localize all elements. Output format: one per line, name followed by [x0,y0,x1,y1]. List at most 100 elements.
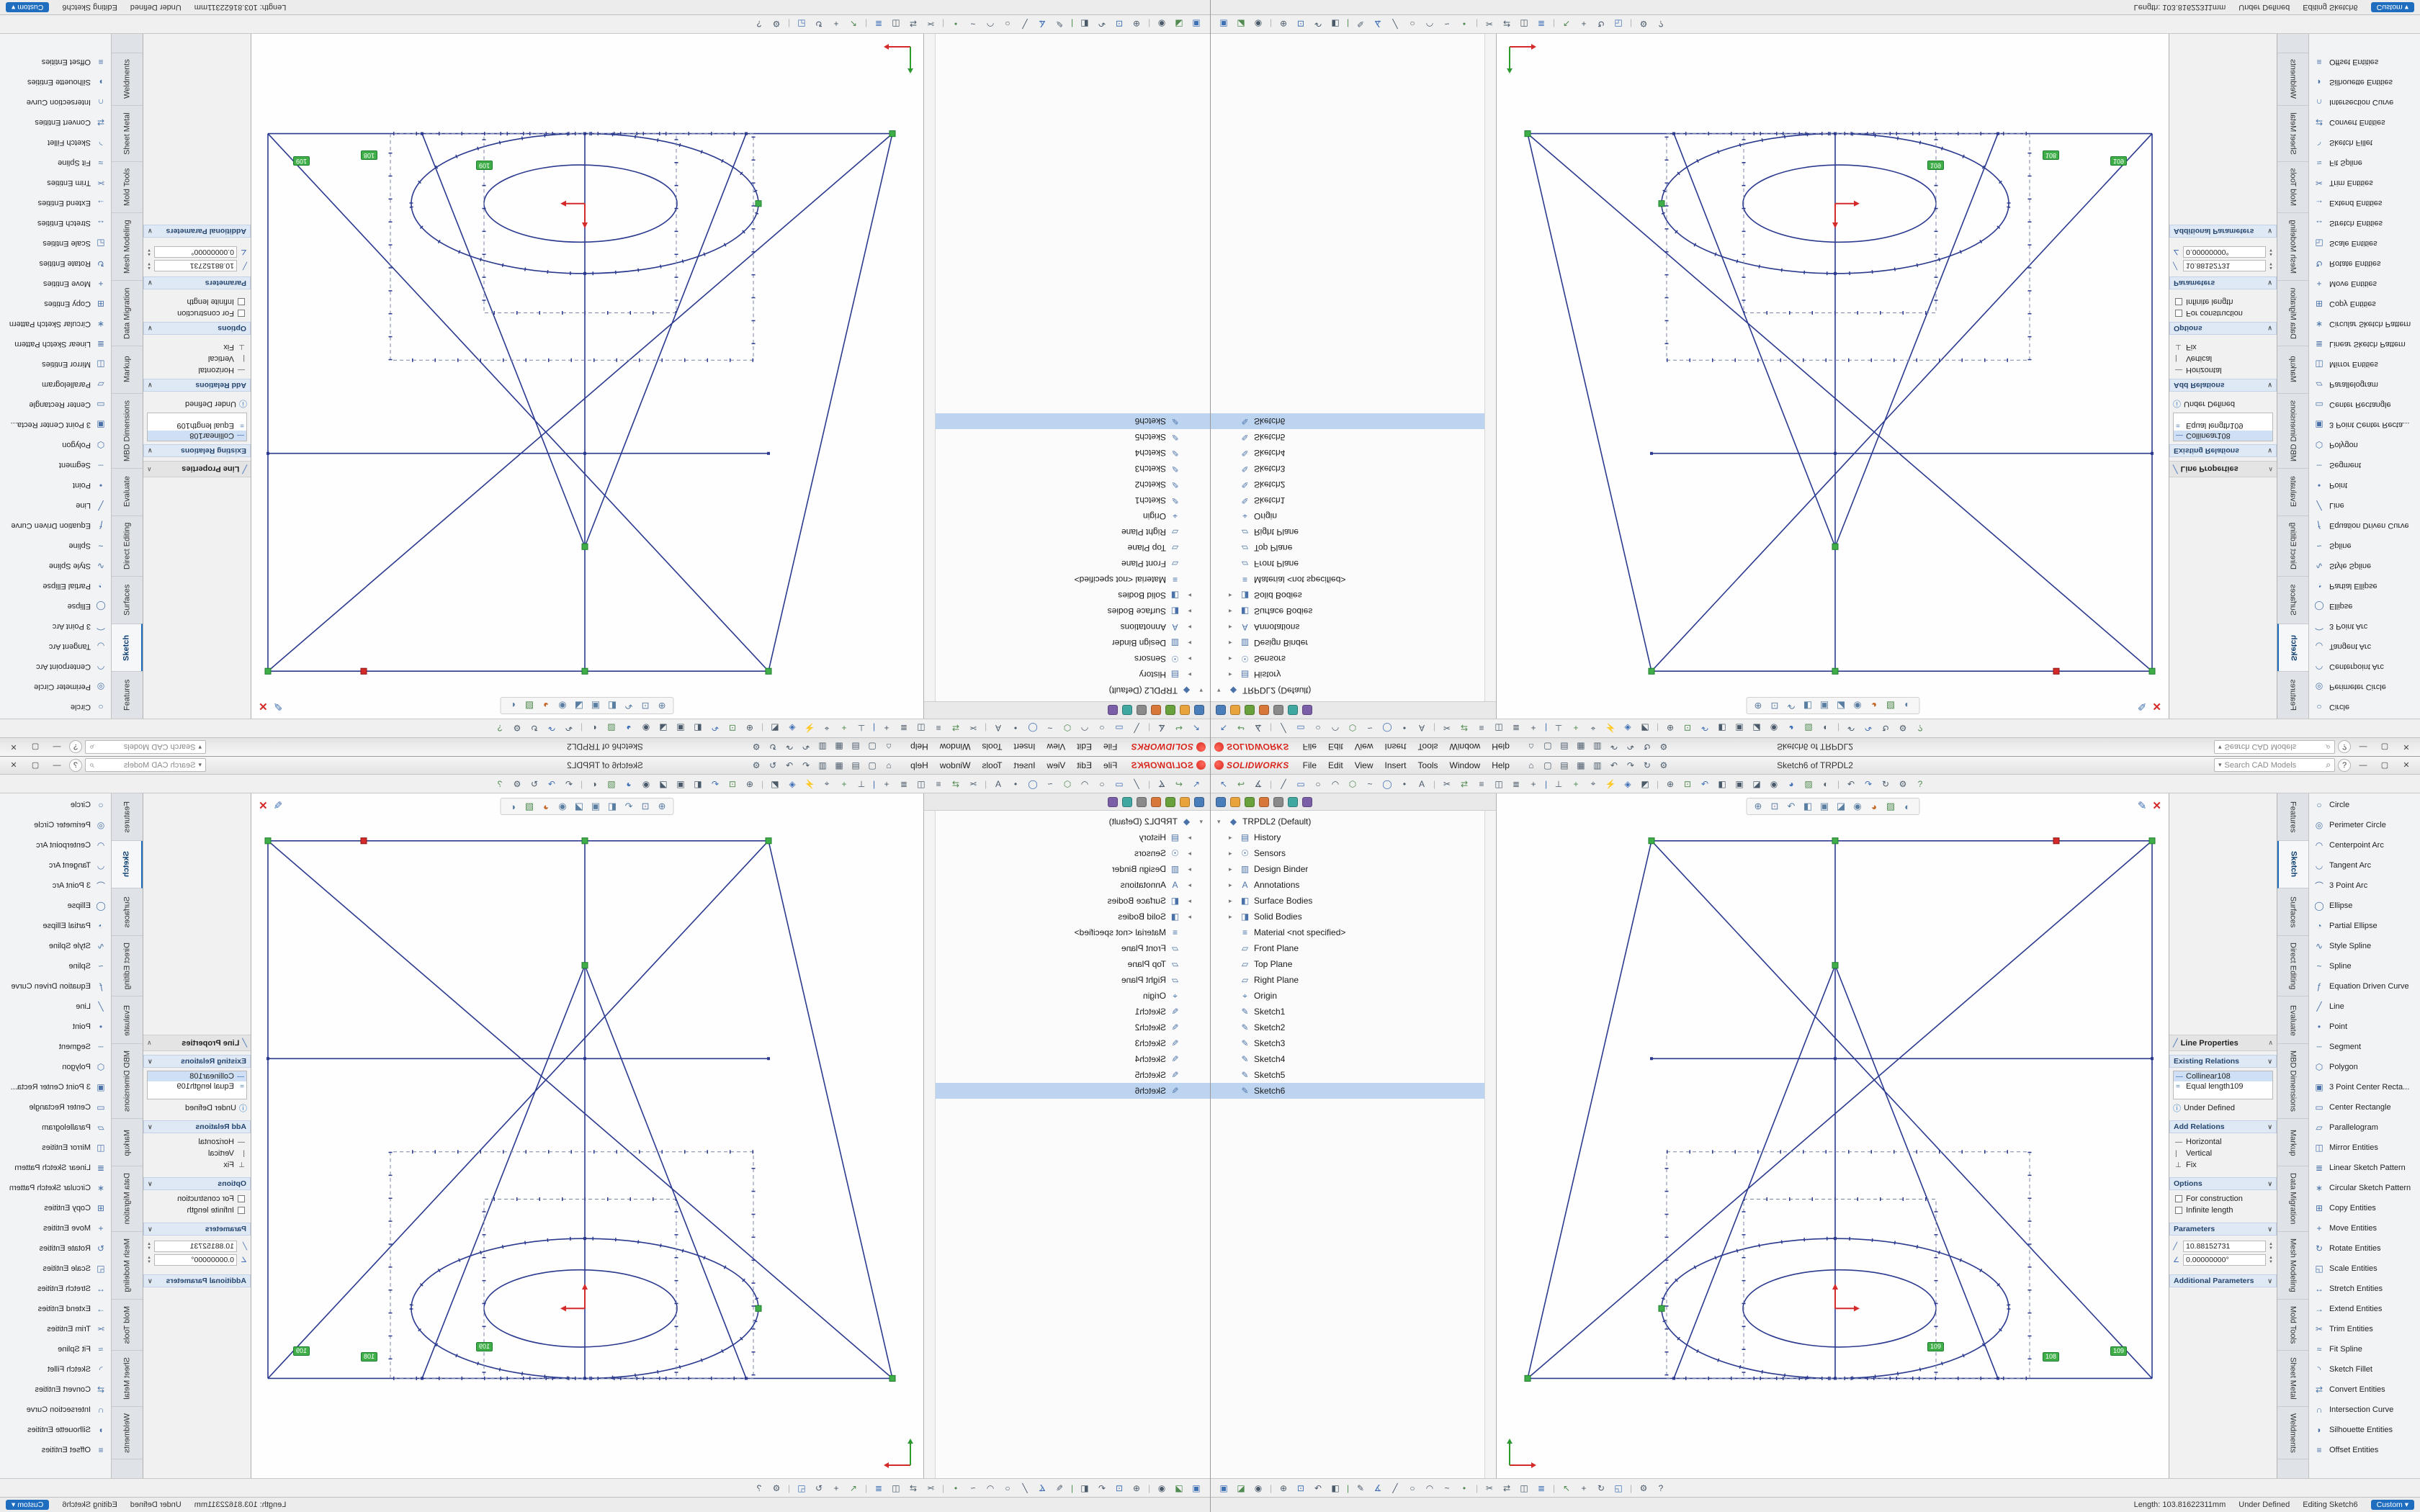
view-orientation-icon[interactable]: ▣ [1219,19,1228,30]
centerpoint-arc-icon[interactable]: ◠ [1080,778,1089,789]
line-icon[interactable]: ╱ [1022,1482,1028,1493]
parameter-input[interactable]: 10.88152731 [2183,1241,2267,1252]
commandmanager-tab[interactable]: Data Migration [2277,280,2308,346]
circle-icon[interactable]: ○ [1315,778,1321,789]
separator-icon[interactable]: | [1544,778,1548,789]
rebuild-icon[interactable]: ↻ [530,723,539,734]
trim-entities-icon[interactable]: ✂ [1485,1482,1494,1493]
sketch-tool-item[interactable]: ⊞ Copy Entities [0,1198,111,1218]
tree-item[interactable]: ✎ Sketch6 [924,1083,1210,1099]
parameter-input[interactable]: 10.88152731 [2183,260,2267,271]
sketch-tool-item[interactable]: ↻ Rotate Entities [2309,253,2420,274]
undo-icon[interactable]: ↶ [565,723,573,734]
search-input[interactable]: Search CAD Models [2224,742,2297,752]
separator-icon[interactable]: | [787,1482,791,1493]
sketch-tool-item[interactable]: ∩ Intersection Curve [0,92,111,112]
instant-2d-icon[interactable]: ◈ [1624,778,1631,789]
options-icon[interactable]: ⚙ [752,742,761,752]
convert-entities-icon[interactable]: ⇄ [1460,778,1469,789]
commandmanager-tab[interactable]: Sheet Metal [112,1350,143,1407]
sketch-tool-item[interactable]: ⌒ 3 Point Arc [0,616,111,636]
select-icon[interactable]: ↖ [1562,1482,1571,1493]
sketch-tool-item[interactable]: ⌒ 3 Point Arc [0,876,111,896]
spinner-icon[interactable]: ▲▼ [2269,1242,2273,1251]
print-icon[interactable]: ▥ [818,742,827,752]
help-icon[interactable]: ? [1917,778,1923,789]
hide-show-icon[interactable]: ◉ [1853,701,1862,711]
ellipse-icon[interactable]: ◯ [1028,778,1038,789]
cam-tab[interactable] [1288,796,1298,807]
text-icon[interactable]: A [995,778,1002,789]
move-entities-icon[interactable]: + [1531,778,1536,789]
hide-show-icon[interactable]: ◉ [1157,19,1166,30]
tree-item[interactable]: ✎ Sketch4 [1210,1051,1496,1067]
linear-sketch-pattern-icon[interactable]: ≣ [874,1482,883,1493]
option-checkbox-row[interactable]: Infinite length [2173,1205,2273,1216]
menu-item[interactable]: Window [1449,760,1481,770]
collapse-panel-icon[interactable]: ∧ [147,466,152,473]
edit-appearance-icon[interactable]: ◕ [543,801,549,812]
commandmanager-tab[interactable]: Mold Tools [112,1299,143,1351]
checkbox[interactable] [238,1207,245,1214]
point-icon[interactable]: • [1402,723,1407,734]
sketch-tool-item[interactable]: ⇄ Convert Entities [0,1380,111,1400]
add-relation-button[interactable]: ⊥ Fix [147,1159,247,1171]
zoom-fit-icon[interactable]: ⊕ [1754,701,1762,711]
view-settings-icon[interactable]: ◐ [510,700,516,711]
sketch-tool-item[interactable]: ∗ Circular Sketch Pattern [0,314,111,334]
tree-item[interactable]: ✎ Sketch3 [924,461,1210,477]
red-handle[interactable] [360,837,367,845]
sketch-tool-item[interactable]: ◔ Partial Ellipse [0,576,111,596]
rebuild-icon[interactable]: ↻ [1881,778,1890,789]
relation-callout[interactable]: 109 [2110,1346,2128,1356]
tree-item[interactable]: ▱ Top Plane [924,540,1210,556]
options-icon[interactable]: ⚙ [513,778,521,789]
separator-icon[interactable]: | [1147,723,1151,734]
tree-item[interactable]: ▸ ◧ Surface Bodies [1210,603,1496,619]
expand-arrow[interactable]: ▸ [1229,608,1232,616]
display-pane[interactable] [924,34,936,701]
tree-item[interactable]: ✎ Sketch1 [1210,492,1496,508]
tree-item[interactable]: ✎ Sketch5 [924,429,1210,445]
sketch-tool-item[interactable]: ∗ Circular Sketch Pattern [2309,314,2420,334]
separator-icon[interactable]: | [1147,778,1151,789]
menu-item[interactable]: Tools [982,742,1003,752]
separator-icon[interactable]: | [787,19,791,30]
hide-show-icon[interactable]: ◉ [1770,723,1778,734]
sketch-icon[interactable]: ✎ [1055,1482,1064,1493]
sketch-tool-item[interactable]: ↻ Rotate Entities [2309,1238,2420,1259]
line-icon[interactable]: ╱ [1281,778,1286,789]
displaymanager-tab[interactable] [1137,796,1147,807]
sketch-tool-item[interactable]: + Move Entities [2309,1218,2420,1238]
relation-callout[interactable]: 109 [1927,161,1945,170]
sketch-tool-item[interactable]: ○ Circle [0,697,111,717]
centerpoint-arc-icon[interactable]: ◠ [1331,778,1340,789]
display-pane[interactable] [1484,34,1496,701]
shaded-sketch-contours-icon[interactable]: ◩ [1641,778,1649,789]
sketch-lines[interactable] [267,840,893,1380]
rebuild-icon[interactable]: ↻ [1643,760,1651,770]
display-style-icon[interactable]: ◪ [574,801,584,811]
cancel-sketch-corner-icon[interactable]: ✕ [2152,800,2161,812]
line-icon[interactable]: ╱ [1392,19,1398,30]
pane-options-tab[interactable] [1108,796,1118,807]
parameter-input[interactable]: 10.88152731 [153,1241,237,1252]
expand-arrow[interactable]: ▸ [1188,865,1191,873]
move-entities-icon[interactable]: + [1581,19,1587,30]
sketch-tool-item[interactable]: ~ Spline [0,956,111,976]
sketch-points[interactable] [266,963,770,1380]
sketch-tool-item[interactable]: + Move Entities [0,274,111,294]
exit-sketch-icon[interactable]: ↩ [1237,778,1245,789]
redo-icon[interactable]: ↷ [786,760,794,770]
separator-icon[interactable]: | [984,723,987,734]
minimize-button[interactable]: — [2359,742,2367,752]
hide-show-icon[interactable]: ◉ [642,778,650,789]
section-view-icon[interactable]: ◧ [694,778,702,789]
mirror-entities-icon[interactable]: ◫ [1494,778,1503,789]
text-icon[interactable]: A [995,723,1002,734]
save-icon[interactable]: ▦ [1577,742,1585,752]
tree-item[interactable]: ▱ Top Plane [924,956,1210,972]
offset-entities-icon[interactable]: ≡ [1479,723,1484,734]
sketch-tool-item[interactable]: ⇄ Convert Entities [2309,1380,2420,1400]
